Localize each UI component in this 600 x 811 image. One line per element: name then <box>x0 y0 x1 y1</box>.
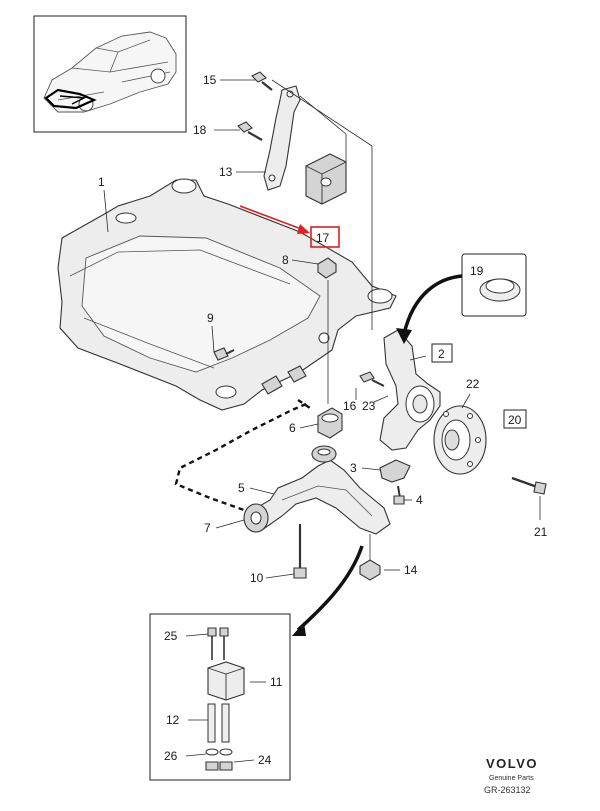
wheel-hub <box>433 405 547 495</box>
label-6: 6 <box>289 421 296 435</box>
label-26: 26 <box>164 749 178 763</box>
label-10: 10 <box>250 571 264 585</box>
seal-callout <box>396 253 527 344</box>
steering-knuckle <box>359 329 441 451</box>
lower-control-arm <box>243 445 411 581</box>
leader-lines <box>103 79 541 763</box>
callout-labels: 15 18 13 1 17 8 9 6 16 23 2 22 20 19 3 4… <box>98 73 548 767</box>
label-9: 9 <box>207 311 214 325</box>
diagram-code: GR-263132 <box>484 785 531 795</box>
label-21: 21 <box>534 525 548 539</box>
box-20 <box>503 409 527 429</box>
label-17: 17 <box>316 231 330 245</box>
highlight-arrow <box>239 205 310 234</box>
label-5: 5 <box>238 481 245 495</box>
brand-logo-text: VOLVO <box>486 756 538 771</box>
label-11: 11 <box>270 675 283 689</box>
assembly-guide-dashed <box>174 399 311 512</box>
label-2: 2 <box>438 347 445 361</box>
label-14: 14 <box>404 563 418 577</box>
label-24: 24 <box>258 753 272 767</box>
label-18: 18 <box>193 123 207 137</box>
highlight-box-17 <box>310 226 340 248</box>
label-16: 16 <box>343 399 357 413</box>
label-8: 8 <box>282 253 289 267</box>
vehicle-location-inset <box>33 15 187 133</box>
upper-bracket-group <box>237 71 347 205</box>
inset-reference-arrow <box>292 545 364 636</box>
label-25: 25 <box>164 629 178 643</box>
label-20: 20 <box>508 413 522 427</box>
label-23: 23 <box>362 399 376 413</box>
label-12: 12 <box>166 713 180 727</box>
mounting-detail-inset <box>149 613 291 781</box>
label-22: 22 <box>466 377 480 391</box>
label-7: 7 <box>204 521 211 535</box>
label-3: 3 <box>350 461 357 475</box>
label-15: 15 <box>203 73 217 87</box>
label-4: 4 <box>416 493 423 507</box>
strut-bush-group <box>317 257 343 439</box>
brand-subtitle: Genuine Parts <box>489 775 534 782</box>
volvo-footer: VOLVO Genuine Parts GR-263132 <box>484 756 538 795</box>
front-subframe <box>57 178 397 411</box>
box-2 <box>431 343 453 363</box>
label-1: 1 <box>98 175 105 189</box>
label-19: 19 <box>470 264 484 278</box>
label-13: 13 <box>219 165 233 179</box>
